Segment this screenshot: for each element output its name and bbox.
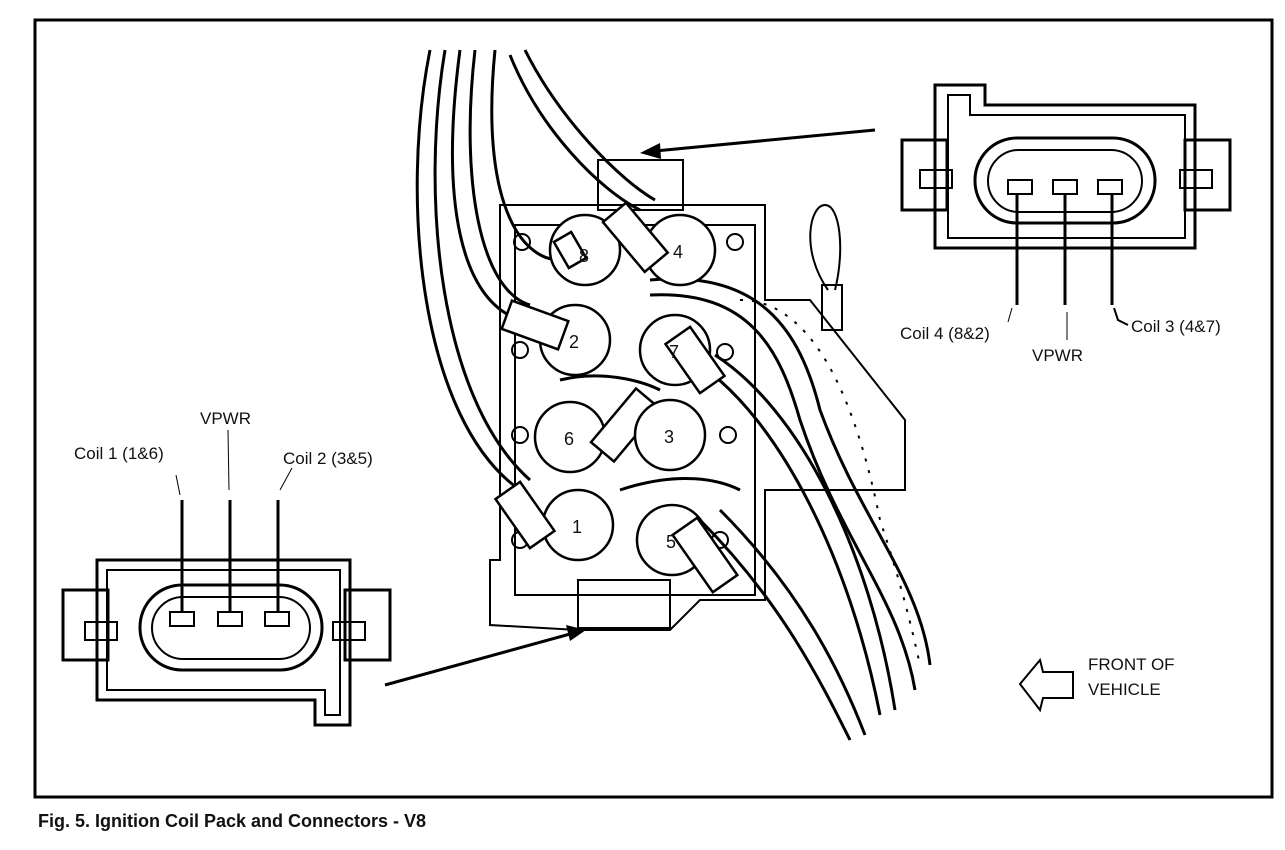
label-vpwr-right: VPWR	[1032, 346, 1083, 365]
coil-tower-3: 3	[633, 398, 707, 472]
tower-number: 3	[664, 427, 674, 447]
coil-tower-1: 1	[493, 480, 615, 562]
coil-tower-2: 2	[500, 299, 612, 377]
coil-tower-5: 5	[635, 503, 740, 595]
label-vpwr-left: VPWR	[200, 409, 251, 428]
coil-tower-6: 6	[533, 386, 661, 474]
tower-number: 6	[564, 429, 574, 449]
spark-plug-wires	[415, 49, 932, 741]
coil-tower-4: 4	[601, 201, 717, 287]
tower-number: 4	[673, 242, 683, 262]
left-connector: VPWR Coil 1 (1&6) Coil 2 (3&5)	[61, 409, 392, 727]
label-coil-1: Coil 1 (1&6)	[74, 444, 164, 463]
front-of-vehicle-indicator: FRONT OF VEHICLE	[1018, 655, 1175, 713]
tower-number: 5	[666, 532, 676, 552]
coil-pack: 8 4 2 7 6 3 1 5	[415, 49, 932, 741]
arrow-left-outline-icon	[1018, 657, 1074, 713]
right-connector: Coil 4 (8&2) VPWR Coil 3 (4&7)	[900, 83, 1232, 365]
coil-tower-8: 8	[548, 213, 622, 287]
label-coil-4: Coil 4 (8&2)	[900, 324, 990, 343]
tower-number: 8	[579, 246, 589, 266]
tower-number: 1	[572, 517, 582, 537]
figure-frame	[33, 18, 1274, 799]
tower-number: 7	[669, 342, 679, 362]
pointer-arrow-right-connector	[640, 128, 876, 159]
front-label-line1: FRONT OF	[1088, 655, 1175, 674]
coil-tower-7: 7	[638, 313, 727, 395]
figure-caption: Fig. 5. Ignition Coil Pack and Connector…	[38, 811, 427, 831]
front-label-line2: VEHICLE	[1088, 680, 1161, 699]
pointer-arrow-left-connector	[384, 625, 586, 687]
label-coil-2: Coil 2 (3&5)	[283, 449, 373, 468]
label-coil-3: Coil 3 (4&7)	[1131, 317, 1221, 336]
tower-number: 2	[569, 332, 579, 352]
